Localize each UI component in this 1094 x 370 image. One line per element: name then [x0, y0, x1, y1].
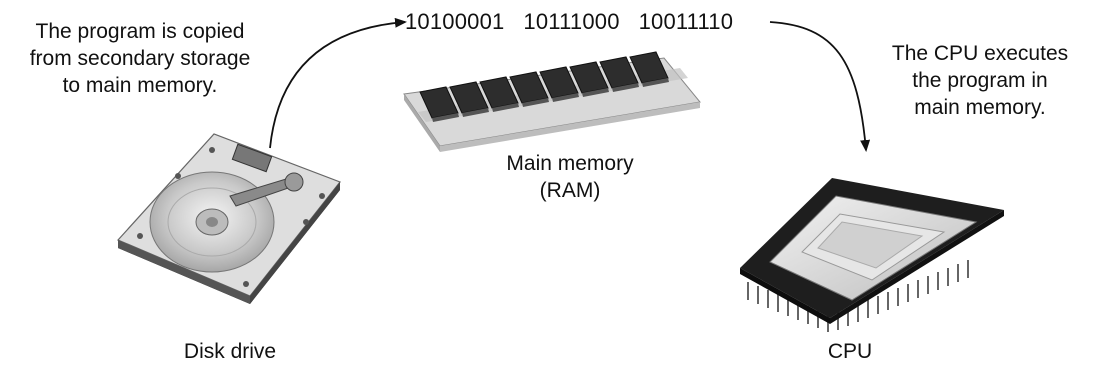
disk-drive-icon [116, 133, 341, 304]
disk-drive-label: Disk drive [183, 340, 277, 363]
main-memory-label: Main memory (RAM) [470, 150, 670, 204]
copy-step-line: to main memory. [62, 74, 218, 97]
cpu-chip-icon [740, 178, 1004, 332]
copy-step-note: The program is copied from secondary sto… [2, 18, 278, 99]
cpu-label: CPU [827, 340, 873, 363]
binary-program: 10100001 10111000 10011110 [405, 8, 733, 35]
execute-step-note: The CPU executes the program in main mem… [864, 40, 1094, 121]
execute-arrow [769, 21, 871, 152]
copy-arrow [269, 17, 407, 149]
main-memory-label-line: (RAM) [539, 179, 601, 202]
copy-step-line: The program is copied [35, 20, 245, 43]
ram-module-icon [403, 51, 701, 152]
binary-byte: 10111000 [523, 9, 620, 34]
execute-step-line: The CPU executes [891, 42, 1069, 65]
binary-byte: 10011110 [638, 9, 734, 34]
copy-step-line: from secondary storage [29, 47, 251, 70]
execute-step-line: main memory. [914, 96, 1046, 119]
main-memory-label-line: Main memory [506, 152, 634, 175]
binary-byte: 10100001 [405, 9, 505, 34]
execute-step-line: the program in [912, 69, 1048, 92]
